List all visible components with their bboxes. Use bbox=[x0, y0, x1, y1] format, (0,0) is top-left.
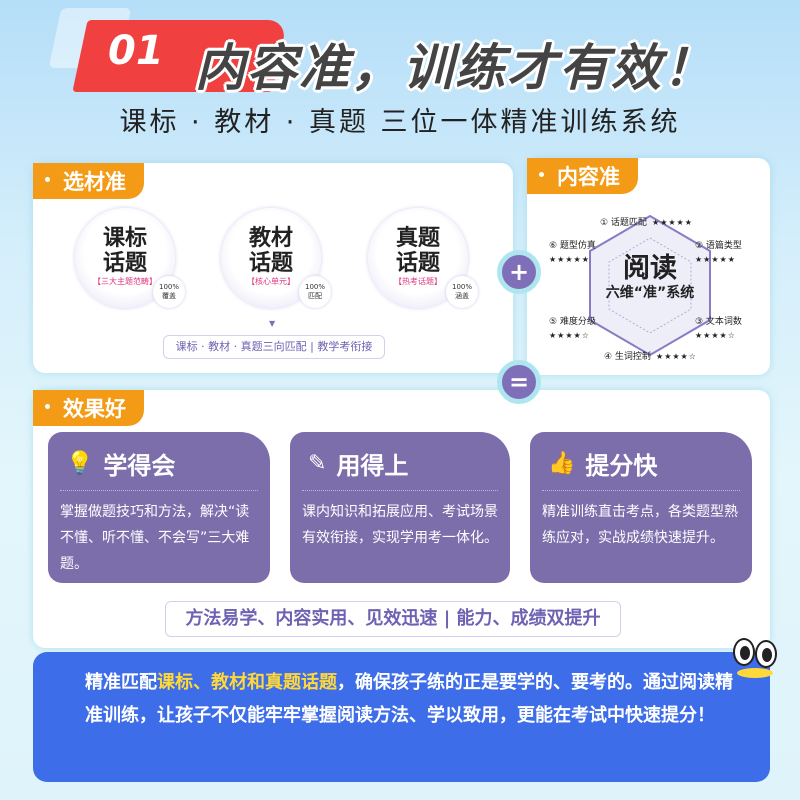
effect-apply: ✎用得上 课内知识和拓展应用、考试场景有效衔接，实现学用考一体化。 bbox=[290, 432, 510, 583]
page-subtitle: 课标 · 教材 · 真题 三位一体精准训练系统 bbox=[119, 107, 681, 138]
equals-icon: = bbox=[497, 360, 541, 404]
plus-icon: + bbox=[497, 250, 541, 294]
bottom-summary: 精准匹配课标、教材和真题话题，确保孩子练的正是要学的、要考的。通过阅读精准训练，… bbox=[33, 652, 770, 782]
lightbulb-icon: 💡 bbox=[66, 450, 94, 476]
dim-genre: ② 语篇类型★★★★★ bbox=[695, 241, 742, 264]
effect-summary: 方法易学、内容实用、见效迅速 | 能力、成绩双提升 bbox=[165, 601, 621, 637]
edit-icon: ✎ bbox=[308, 450, 327, 476]
reading-title: 阅读 bbox=[623, 253, 677, 284]
dim-wordcount: ③ 文本词数★★★★☆ bbox=[695, 317, 742, 340]
effect-learn: 💡学得会 掌握做题技巧和方法，解决“读不懂、听不懂、不会写”三大难题。 bbox=[48, 432, 270, 583]
bubble-exam: 真题话题【热考话题】 100%涵盖 bbox=[368, 208, 478, 308]
select-card: 选材准 课标话题【三大主题范畴】 100%覆盖 教材话题【核心单元】 100%匹… bbox=[33, 163, 513, 373]
coverage-badge: 100%覆盖 bbox=[153, 276, 185, 308]
content-tag: 内容准 bbox=[527, 158, 638, 194]
effect-score: 👍提分快 精准训练直击考点，各类题型熟练应对，实战成绩快速提升。 bbox=[530, 432, 752, 583]
thumbs-up-icon: 👍 bbox=[548, 450, 576, 476]
include-badge: 100%涵盖 bbox=[446, 276, 478, 308]
select-summary: 课标 · 教材 · 真题三向匹配 | 教学考衔接 bbox=[163, 335, 385, 359]
content-card: 内容准 阅读 六维“准”系统 ① 话题匹配 ★★★★★ ② 语篇类型★★★★★ … bbox=[527, 158, 770, 375]
effect-card: 效果好 💡学得会 掌握做题技巧和方法，解决“读不懂、听不懂、不会写”三大难题。 … bbox=[33, 390, 770, 648]
dim-question-type: ⑥ 题型仿真★★★★★ bbox=[549, 241, 596, 264]
select-tag: 选材准 bbox=[33, 163, 144, 199]
section-number: 01 bbox=[108, 28, 164, 74]
page-title: 内容准，训练才有效！ bbox=[195, 39, 715, 97]
dim-topic: ① 话题匹配 ★★★★★ bbox=[600, 218, 693, 228]
bubble-textbook: 教材话题【核心单元】 100%匹配 bbox=[221, 208, 331, 308]
bubble-curriculum: 课标话题【三大主题范畴】 100%覆盖 bbox=[75, 208, 185, 308]
effect-tag: 效果好 bbox=[33, 390, 144, 426]
dim-difficulty: ⑤ 难度分级★★★★☆ bbox=[549, 317, 596, 340]
arrow-down-icon: ▼ bbox=[269, 319, 276, 328]
hexagon-radar bbox=[589, 214, 711, 357]
match-badge: 100%匹配 bbox=[299, 276, 331, 308]
dim-vocab: ④ 生词控制 ★★★★☆ bbox=[604, 352, 697, 362]
system-title: 六维“准”系统 bbox=[605, 285, 695, 301]
